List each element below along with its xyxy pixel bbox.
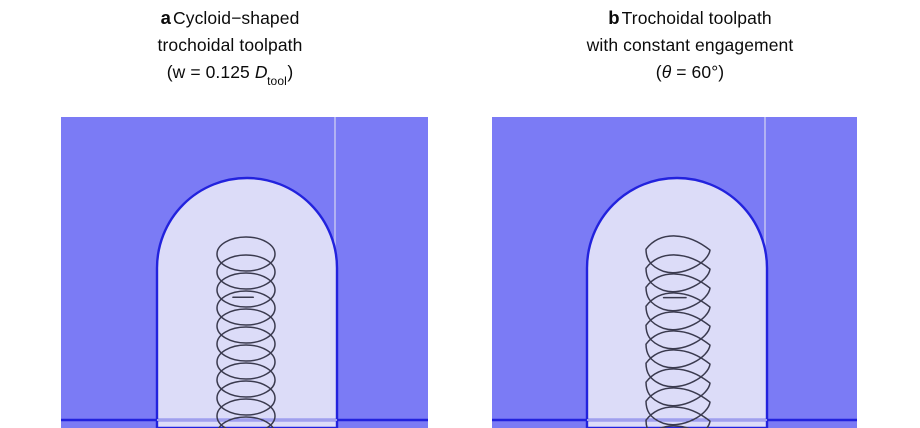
toolpath-loop (659, 425, 690, 428)
toolpath-loop (645, 387, 711, 426)
toolpath-loop (645, 273, 711, 312)
toolpath-loop (216, 326, 276, 362)
toolpath-loop (645, 406, 711, 428)
toolpath-loop (218, 416, 274, 428)
panel-a-letter: a (160, 7, 171, 28)
toolpath-loop (645, 235, 711, 274)
panel-a-caption-text-1: Cycloid−shaped (172, 8, 300, 28)
toolpath-loop (216, 272, 276, 308)
panel-a-diagram (61, 117, 428, 428)
toolpath-loop (645, 292, 711, 331)
panel-b-content (492, 117, 857, 428)
panel-b-caption-line-3: (θ = 60°) (460, 59, 920, 86)
panel-a-param-prefix: (w = 0.125 (166, 62, 255, 82)
toolpath-b (645, 235, 711, 428)
toolpath-loop (216, 254, 276, 290)
panel-b-caption-line-2: with constant engagement (586, 35, 794, 55)
panel-b-layers (492, 117, 857, 428)
panel-a-caption-line-3: (w = 0.125 Dtool) (0, 59, 460, 93)
panel-a-param-subscript: tool (267, 73, 287, 88)
toolpath-loop (216, 290, 276, 326)
toolpath-loop (645, 349, 711, 388)
panel-b-letter: b (608, 7, 620, 28)
machined-slot-b (585, 176, 769, 428)
toolpath-a (216, 236, 276, 428)
panel-a-param-symbol: D (254, 62, 268, 82)
toolpath-loop (216, 362, 276, 398)
toolpath-loop (645, 368, 711, 407)
panel-b-diagram (492, 117, 857, 428)
toolpath-loop (216, 398, 276, 428)
panel-b-param-prefix: ( (655, 62, 662, 82)
toolpath-loop (216, 344, 276, 380)
panel-b-diagram-wrap (460, 0, 920, 428)
panel-a-param-suffix: ) (287, 62, 294, 82)
toolpath-loop (645, 254, 711, 293)
toolpath-loop (216, 308, 276, 344)
toolpath-loop (216, 380, 276, 416)
panel-b-param-symbol: θ (661, 62, 672, 82)
panel-a-content (61, 117, 428, 428)
toolpath-loop (645, 330, 711, 369)
toolpath-loop (645, 311, 711, 350)
panel-a-diagram-wrap (61, 117, 428, 428)
toolpath-loop (216, 236, 276, 272)
panel-a-caption-line-2: trochoidal toolpath (157, 35, 303, 55)
panel-a-layers (61, 117, 428, 428)
panel-b-caption-text-1: Trochoidal toolpath (621, 8, 772, 28)
panel-b-param-suffix: = 60°) (671, 62, 725, 82)
machined-slot-a (155, 176, 339, 428)
